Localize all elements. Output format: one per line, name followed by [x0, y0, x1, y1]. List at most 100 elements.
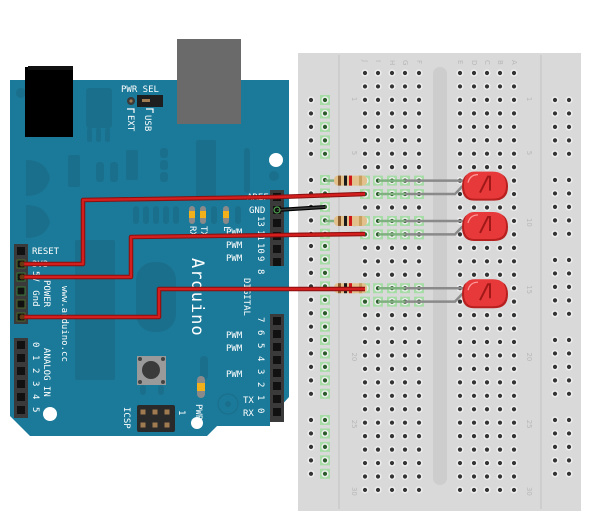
rail-hole-center [566, 311, 572, 316]
header-pin[interactable] [17, 354, 25, 362]
icsp-pin1-label: 1 [176, 410, 186, 415]
rail-hole-center [552, 364, 558, 369]
hole-center [511, 191, 517, 197]
icsp-pins [140, 409, 170, 428]
jumper-pin [142, 99, 150, 102]
header-pin[interactable] [273, 258, 281, 266]
hole-center [389, 434, 395, 439]
hole-center [416, 393, 422, 398]
resistor[interactable] [325, 215, 367, 226]
hole-center [389, 447, 395, 452]
hole-center [416, 97, 422, 102]
hole-center [416, 151, 422, 156]
hole-center [471, 138, 477, 143]
hole-center [402, 326, 408, 331]
rail-hole-center [552, 204, 558, 209]
rail-hole-center [566, 151, 572, 156]
hole-center [402, 111, 408, 116]
hole-center [362, 97, 368, 102]
header-pin[interactable] [17, 247, 25, 255]
hole-center [511, 97, 517, 102]
hole-center [362, 420, 368, 425]
pin-number-label: 7 [255, 317, 265, 322]
hole-center [484, 339, 490, 345]
header-pin[interactable] [273, 343, 281, 351]
led[interactable] [378, 171, 508, 201]
header-pin[interactable] [17, 287, 25, 295]
led-l [223, 206, 229, 224]
header-pin[interactable] [273, 330, 281, 338]
header-pin[interactable] [17, 367, 25, 375]
mounting-hole [43, 407, 57, 421]
header-pin[interactable] [273, 382, 281, 390]
rail-hole-center [308, 97, 314, 103]
ext-bracket [127, 108, 135, 113]
usb-connector [177, 39, 241, 124]
hole-center [362, 299, 368, 304]
header-pin[interactable] [273, 369, 281, 377]
resistor[interactable] [325, 175, 367, 186]
hole-center [484, 138, 490, 143]
header-pin[interactable] [273, 356, 281, 364]
led[interactable] [378, 211, 508, 241]
rail-hole-center [308, 351, 314, 356]
hole-center [402, 380, 408, 385]
header-pin[interactable] [273, 317, 281, 325]
row-label: 5 [525, 151, 533, 155]
hole-center [389, 84, 395, 89]
hole-center [511, 313, 517, 318]
hole-center [375, 487, 381, 493]
hole-center [389, 165, 395, 170]
header-pin[interactable] [273, 245, 281, 253]
hole-center [497, 460, 503, 466]
header-pin[interactable] [273, 219, 281, 227]
led[interactable] [378, 279, 508, 309]
reset-button-leg [158, 385, 164, 395]
analog-in-label: ANALOG IN [41, 348, 51, 397]
hole-center [416, 138, 422, 143]
hole-center [389, 138, 395, 143]
header-pin[interactable] [17, 380, 25, 388]
rail-hole-center [322, 257, 328, 262]
hole-center [497, 151, 503, 156]
header-pin[interactable] [17, 393, 25, 401]
rail-hole-center [566, 431, 572, 436]
hole-center [389, 353, 395, 358]
pin-number-label: 3 [255, 369, 265, 374]
website-label: www.arduino.cc [59, 286, 69, 362]
header-pin[interactable] [17, 341, 25, 349]
row-label: 10 [525, 218, 533, 227]
pwr-led [197, 376, 205, 398]
header-pin[interactable] [17, 406, 25, 414]
rail-hole-center [308, 270, 314, 275]
hole-center [402, 366, 408, 371]
rail-hole-center [552, 124, 558, 129]
header-pin[interactable] [273, 408, 281, 416]
header-pin[interactable] [273, 395, 281, 403]
hole-center [457, 460, 463, 466]
hole-center [416, 313, 422, 318]
hole-center [389, 272, 395, 277]
power-header [14, 244, 28, 324]
hole-center [497, 124, 503, 129]
hole-center [471, 205, 477, 210]
hole-center [362, 487, 368, 493]
hole-center [362, 111, 368, 116]
pin-number-label: 0 [255, 408, 265, 413]
hole-center [497, 487, 503, 493]
onboard-leds [133, 206, 241, 224]
hole-center [484, 447, 490, 452]
header-pin[interactable] [17, 300, 25, 308]
hole-center [457, 151, 463, 156]
hole-center [416, 245, 422, 250]
hole-center [402, 124, 408, 129]
wire-end [19, 314, 25, 320]
breadboard-labels: JIHGFEDCBA115510101515202025253030 [350, 59, 533, 496]
hole-center [389, 245, 395, 250]
reset-button[interactable] [137, 356, 166, 385]
pwr-led-label: PWR [193, 404, 203, 421]
rail-hole-center [566, 284, 572, 289]
hole-center [389, 380, 395, 385]
hole-center [457, 70, 463, 76]
row-label: 1 [525, 97, 533, 101]
